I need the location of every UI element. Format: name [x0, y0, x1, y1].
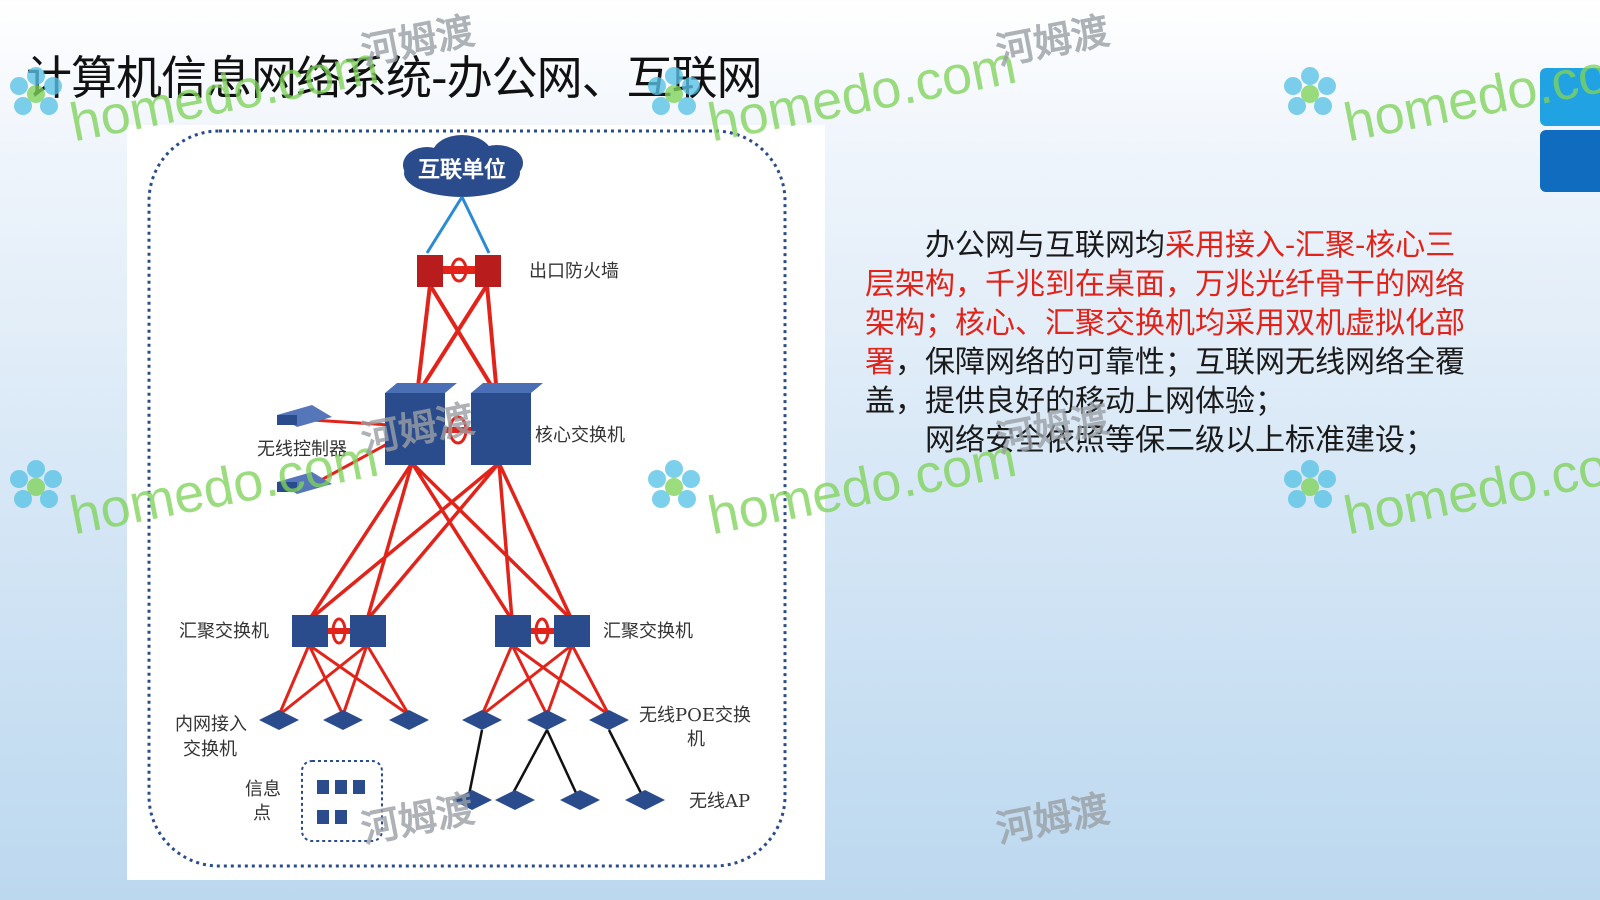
network-boundary: [147, 129, 787, 868]
aggregation-switch-right-icon: [495, 615, 590, 647]
access-switch-icon: [259, 710, 429, 730]
accent-tab-top: [1540, 68, 1600, 126]
poe-switch-label-line2: 机: [687, 729, 705, 750]
flower-logo-icon: [10, 460, 62, 508]
wireless-ap-icon: [452, 790, 665, 810]
slide-title: 计算机信息网络系统-办公网、互联网: [26, 51, 763, 105]
core-switch-label: 核心交换机: [535, 425, 625, 446]
para1-highlight: 采用接入-汇聚-核心三层架构，千兆到在桌面，万兆光纤骨干的网络架构；核心、汇聚交…: [865, 228, 1465, 380]
flower-logo-icon: [1284, 460, 1336, 508]
cloud-link-right: [460, 196, 491, 254]
cloud-label: 互联单位: [418, 157, 506, 183]
poe-switch-label-line1: 无线POE交换: [639, 705, 751, 726]
poe-switch-icon: [462, 710, 629, 730]
info-point-label-line2: 点: [253, 803, 271, 824]
firewall-icon: [417, 255, 501, 287]
cloud-link-left: [425, 196, 464, 254]
core-switch-icon: [385, 383, 543, 465]
access-switch-label-line1: 内网接入: [175, 714, 247, 735]
flower-logo-icon: [1284, 67, 1336, 115]
wireless-controller-icon: [277, 405, 332, 494]
controller-links: [311, 418, 390, 487]
info-point-box: [301, 760, 383, 842]
wireless-controller-label: 无线控制器: [257, 439, 347, 460]
para1-outro: ，保障网络的可靠性；互联网无线网络全覆盖，提供良好的移动上网体验；: [865, 345, 1465, 419]
description-paragraph-1: 办公网与互联网均采用接入-汇聚-核心三层架构，千兆到在桌面，万兆光纤骨干的网络架…: [865, 226, 1465, 421]
firewall-label: 出口防火墙: [529, 261, 619, 282]
description-paragraph-2: 网络安全依照等保二级以上标准建设；: [925, 423, 1435, 458]
core-aggregation-links: [307, 461, 574, 622]
cloud-icon: [403, 135, 523, 197]
aggregation-access-links: [277, 643, 611, 717]
computer-icon: [317, 780, 365, 824]
firewall-core-links: [415, 283, 499, 397]
wireless-ap-label: 无线AP: [689, 791, 750, 812]
info-point-label-line1: 信息: [245, 779, 281, 800]
description-text: 办公网与互联网均采用接入-汇聚-核心三层架构，千兆到在桌面，万兆光纤骨干的网络架…: [865, 226, 1465, 460]
aggregation-left-label: 汇聚交换机: [179, 621, 269, 642]
aggregation-switch-left-icon: [292, 615, 386, 647]
watermark: homedo.com: [1278, 428, 1600, 546]
watermark-cn: 河姆渡: [992, 8, 1113, 74]
poe-ap-links: [467, 729, 644, 796]
accent-tab-bottom: [1540, 130, 1600, 192]
watermark-cn: 河姆渡: [992, 786, 1113, 852]
network-diagram: 互联单位 出口防火墙: [127, 125, 825, 880]
network-diagram-svg: 互联单位 出口防火墙: [147, 129, 787, 868]
aggregation-right-label: 汇聚交换机: [603, 621, 693, 642]
access-switch-label-line2: 交换机: [183, 739, 237, 760]
para1-intro: 办公网与互联网均: [925, 228, 1165, 263]
